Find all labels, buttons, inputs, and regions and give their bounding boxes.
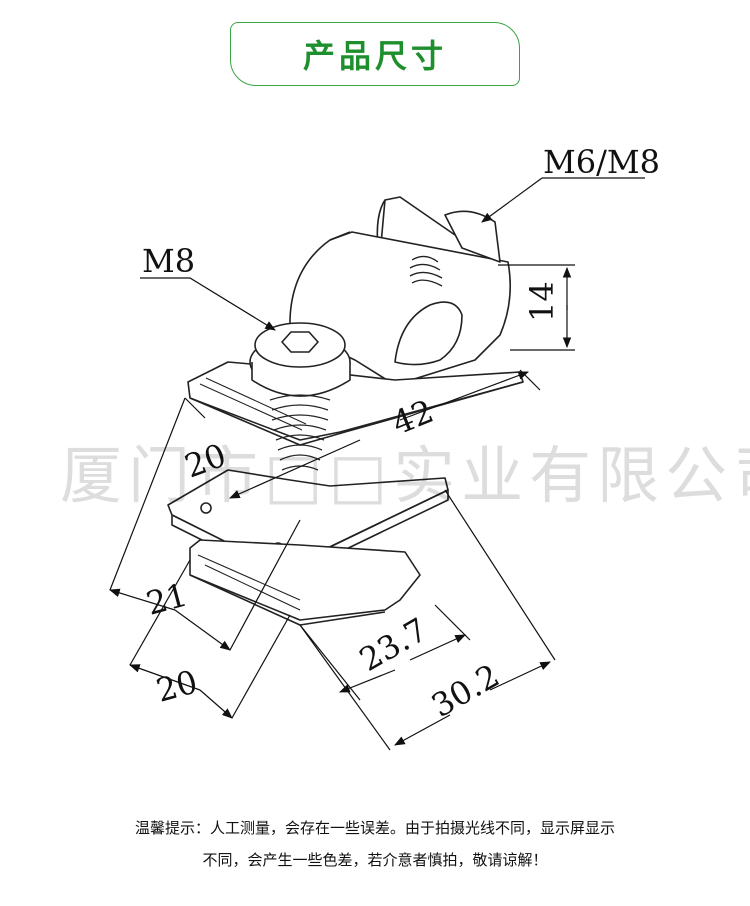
note-line-1: 温馨提示：人工测量，会存在一些误差。由于拍摄光线不同，显示屏显示 xyxy=(134,819,615,837)
label-m6m8: M6/M8 xyxy=(543,143,660,181)
clamp-part xyxy=(167,196,524,626)
label-m8: M8 xyxy=(142,242,195,280)
dim-30-2: 30.2 xyxy=(425,656,506,725)
title-frame: 产品尺寸 xyxy=(230,22,520,86)
dim-20-bottom: 20 xyxy=(152,662,201,709)
dim-14: 14 xyxy=(523,281,561,322)
watermark: 厦门市□□实业有限公司 xyxy=(60,439,750,512)
dim-21: 21 xyxy=(142,575,191,622)
dim-23-7: 23.7 xyxy=(353,610,434,679)
note-line-2: 不同，会产生一些色差，若介意者慎拍，敬请谅解！ xyxy=(202,851,548,869)
spring xyxy=(269,394,331,471)
product-drawing: M6/M8 M8 14 42 20 21 20 23.7 30.2 xyxy=(108,143,660,751)
page-title: 产品尺寸 xyxy=(302,37,447,75)
thread-top xyxy=(409,255,443,287)
